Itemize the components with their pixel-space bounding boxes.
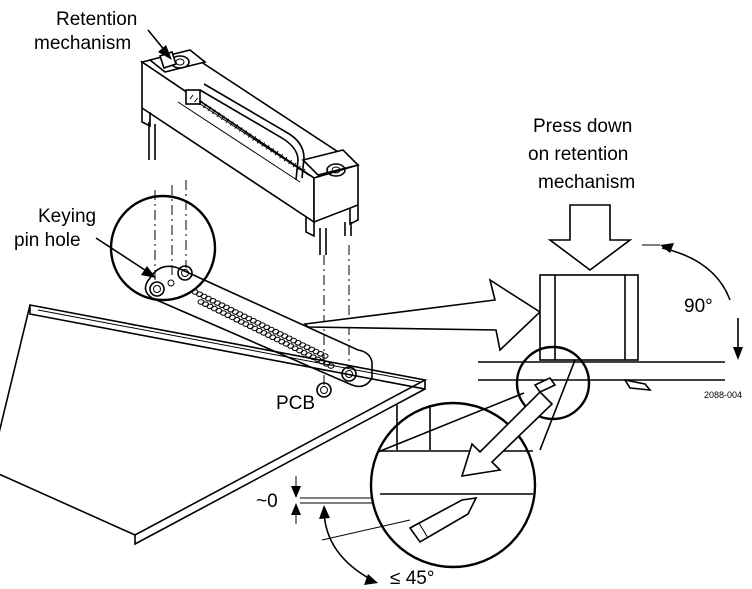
contact-slot [297, 165, 301, 171]
magnified-detail [291, 359, 576, 585]
label-pcb: PCB [276, 393, 315, 414]
contact-slot [229, 121, 234, 126]
contact-slot [256, 139, 261, 144]
contact-slot [265, 145, 270, 150]
contact-slot [234, 124, 239, 129]
alignment-lines [154, 180, 350, 385]
contact-slot [198, 100, 203, 106]
contact-slot [211, 109, 216, 115]
contact-slot [288, 159, 293, 165]
contact-slot [189, 94, 194, 100]
hollow-arrow-large [303, 278, 542, 352]
pcb-pad [321, 353, 329, 359]
contact-slot [243, 130, 248, 135]
contact-slot [274, 150, 279, 156]
zoom-circle-small [515, 345, 591, 421]
label-angle-90: 90° [684, 296, 713, 317]
pcb-footprint [144, 265, 373, 398]
contact-slot [252, 136, 257, 141]
label-figure-id: 2088-004 [704, 390, 742, 400]
pcb-board [0, 304, 428, 546]
contact-slot [292, 162, 297, 168]
label-press-line2: on retention [528, 144, 628, 165]
contact-slot [247, 133, 252, 138]
contact-slot [270, 148, 275, 153]
label-retention-line1: Retention [56, 9, 137, 30]
label-press-line3: mechanism [538, 172, 635, 193]
contact-slot [220, 115, 225, 120]
leader-arrows [95, 29, 172, 278]
contact-slot [207, 106, 212, 112]
contact-slot [216, 112, 221, 118]
contact-slot [279, 153, 284, 159]
label-angle-45: ≤ 45° [390, 568, 434, 589]
contact-slot [261, 142, 266, 147]
zoom-circle-large [369, 401, 537, 569]
contact-slot [238, 127, 243, 132]
contact-slot [301, 168, 306, 174]
label-retention-line2: mechanism [34, 33, 131, 54]
label-approx-zero: ~0 [256, 491, 278, 512]
side-view [478, 204, 743, 421]
contact-slot [194, 97, 198, 103]
contact-slot [202, 103, 207, 109]
contact-slot [283, 156, 288, 162]
label-keying-line1: Keying [38, 206, 96, 227]
label-keying-line2: pin hole [14, 230, 81, 251]
pcb-pad [327, 363, 335, 369]
retention-mechanism [140, 49, 360, 255]
label-press-line1: Press down [533, 116, 632, 137]
contact-slot [225, 118, 230, 123]
